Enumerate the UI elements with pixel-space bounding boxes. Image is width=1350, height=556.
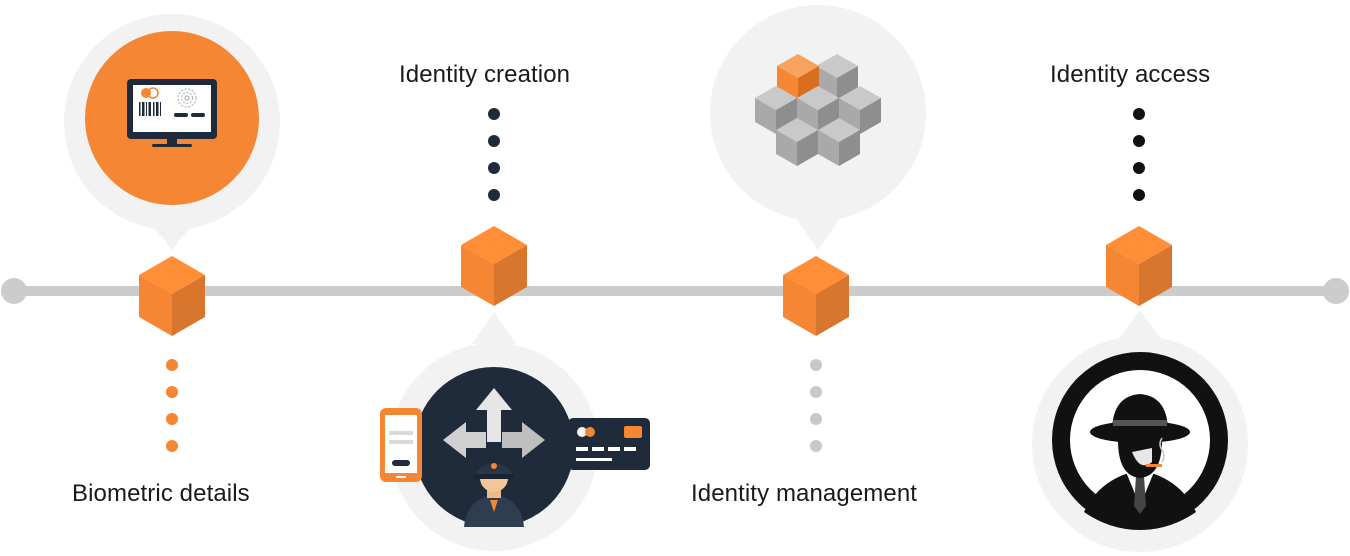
stage-3-bubble — [710, 5, 926, 250]
connector-dots-1 — [166, 359, 178, 452]
connector-dot — [810, 359, 822, 371]
stage-2-bubble — [380, 312, 650, 551]
connector-dot — [488, 189, 500, 201]
connector-dot — [166, 440, 178, 452]
connector-dot — [488, 108, 500, 120]
timeline-cube-1 — [139, 256, 205, 336]
stage-label-identity-management: Identity management — [691, 480, 918, 507]
timeline-cube-4 — [1106, 226, 1172, 306]
connector-dots-3 — [810, 359, 822, 452]
stage-4-bubble — [1032, 310, 1248, 552]
connector-dots-4 — [1133, 108, 1145, 201]
timeline-nodes — [139, 108, 1172, 452]
timeline-cube-3 — [783, 256, 849, 336]
connector-dot — [166, 359, 178, 371]
spy-fedora-icon — [1070, 370, 1210, 530]
cube-cluster-icon — [755, 54, 881, 166]
connector-dot — [810, 413, 822, 425]
stage-label-identity-access: Identity access — [1050, 61, 1211, 88]
timeline-end-node — [1323, 278, 1349, 304]
connector-dot — [1133, 189, 1145, 201]
stage-label-biometric-details: Biometric details — [72, 480, 250, 507]
stage-label-identity-creation: Identity creation — [399, 61, 571, 88]
connector-dot — [810, 386, 822, 398]
connector-dot — [1133, 135, 1145, 147]
connector-dot — [166, 413, 178, 425]
computer-monitor-icon — [127, 79, 217, 147]
id-card-icon — [568, 418, 650, 470]
connector-dot — [488, 135, 500, 147]
connector-dot — [1133, 108, 1145, 120]
connector-dot — [166, 386, 178, 398]
decision-arrows-officer-icon — [443, 388, 545, 527]
connector-dot — [488, 162, 500, 174]
phone-icon — [380, 408, 422, 482]
connector-dots-2 — [488, 108, 500, 201]
connector-dot — [1133, 162, 1145, 174]
timeline-start-node — [1, 278, 27, 304]
connector-dot — [810, 440, 822, 452]
stage-1-bubble — [64, 14, 280, 250]
timeline-cube-2 — [461, 226, 527, 306]
